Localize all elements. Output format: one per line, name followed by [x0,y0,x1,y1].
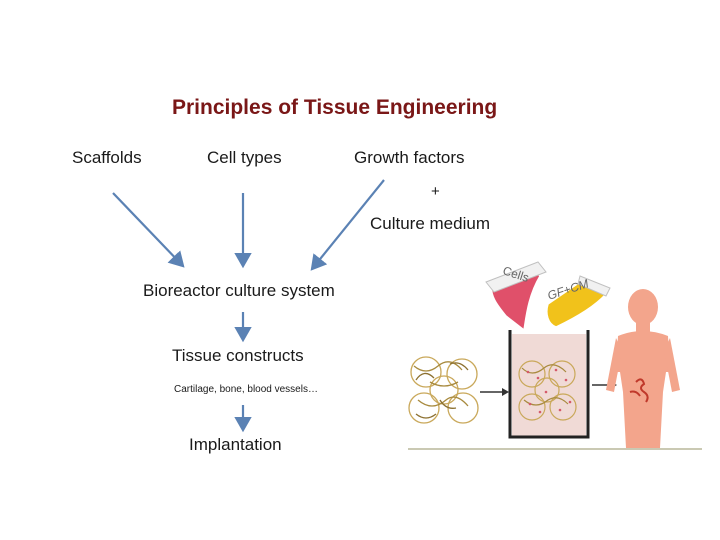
bioreactor-vessel [508,330,590,439]
diagram-title: Principles of Tissue Engineering [172,96,498,119]
growth-factor-flask-icon [546,275,611,328]
arrow-growth-to-bioreactor [310,179,385,271]
scaffold-icon [408,356,479,424]
input-culture-medium-label: Culture medium [370,214,490,233]
input-cell-types-label: Cell types [207,148,282,167]
patient-body-icon [606,289,680,448]
cells-flask-icon [485,261,547,332]
plus-sign: + [431,183,440,200]
input-growth-factors-label: Growth factors [354,148,465,167]
arrow-scaffolds-to-bioreactor [112,192,185,268]
step-bioreactor-label: Bioreactor culture system [143,281,335,300]
implant-organ-icon [629,378,649,403]
input-scaffolds-label: Scaffolds [72,148,142,167]
step-implantation-label: Implantation [189,435,282,454]
construct-examples-note: Cartilage, bone, blood vessels… [174,384,318,395]
step-tissue-constructs-label: Tissue constructs [172,346,304,365]
